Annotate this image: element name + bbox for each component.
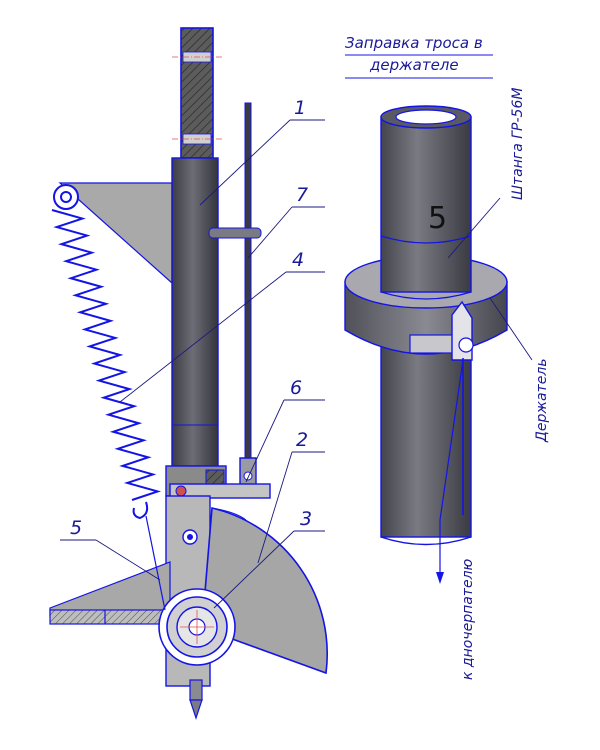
left-mechanism	[49, 27, 329, 720]
callout-4: 4	[292, 249, 304, 271]
callout-5: 5	[70, 517, 82, 539]
rod-lower	[380, 344, 472, 538]
detail-title-line1: Заправка троса в	[345, 34, 483, 52]
callout-numbers: 1 7 4 6 2 3 5	[70, 97, 312, 539]
main-tube	[171, 157, 219, 467]
callout-2: 2	[296, 429, 308, 451]
cross-pin	[208, 227, 262, 239]
direction-label: к дночерпателю	[460, 558, 476, 680]
right-detail: Заправка троса в держателе 5	[344, 34, 550, 680]
rod-number: 5	[428, 201, 447, 236]
guide-rod	[244, 102, 252, 462]
callout-7: 7	[296, 184, 308, 206]
rod-upper	[380, 116, 472, 293]
holder-label: Держатель	[534, 358, 550, 443]
cable-drum	[158, 588, 236, 666]
leader-lines	[60, 119, 325, 609]
coil-spring	[51, 184, 162, 520]
spring-coils	[51, 209, 162, 501]
callout-1: 1	[294, 97, 306, 119]
callout-6: 6	[290, 377, 302, 399]
rod-label: Штанга ГР-56М	[510, 88, 526, 200]
top-section-block	[172, 27, 222, 159]
detail-title-line2: держателе	[369, 56, 459, 74]
callout-3: 3	[300, 508, 312, 530]
base-plate	[49, 561, 171, 625]
drum-cable	[145, 515, 166, 611]
direction-arrow	[436, 572, 444, 584]
